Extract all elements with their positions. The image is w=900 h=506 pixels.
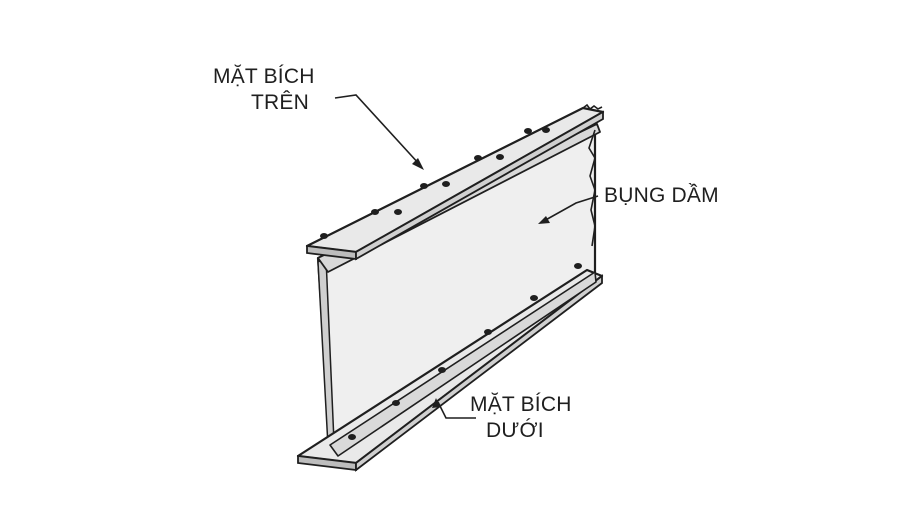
leader-top-flange xyxy=(334,94,421,166)
rivet xyxy=(574,263,582,269)
rivet xyxy=(438,367,446,373)
arrowhead-top xyxy=(412,158,424,170)
label-top-flange-line1: MẶT BÍCH xyxy=(213,65,315,88)
leader-bottom-flange xyxy=(437,401,476,419)
top-flange-rivets xyxy=(320,127,550,239)
leader-lines xyxy=(334,94,599,419)
leader-arrowheads xyxy=(412,158,550,408)
label-bottom-flange-line2: DƯỚI xyxy=(486,419,544,442)
label-bottom-flange: MẶT BÍCH DƯỚI xyxy=(470,392,572,444)
rivet xyxy=(474,155,482,161)
rivet xyxy=(484,329,492,335)
break-line-top xyxy=(582,103,603,111)
rivet xyxy=(371,209,379,215)
rivet xyxy=(348,434,356,440)
rivet xyxy=(542,127,550,133)
rivet xyxy=(530,295,538,301)
label-web: BỤNG DẦM xyxy=(604,183,719,209)
rivet xyxy=(320,233,328,239)
rivet xyxy=(524,128,532,134)
rivet xyxy=(496,154,504,160)
label-web-line1: BỤNG DẦM xyxy=(604,184,719,207)
rivet xyxy=(394,209,402,215)
leader-web xyxy=(541,195,599,223)
rivet xyxy=(442,181,450,187)
top-flange-front-face xyxy=(355,110,604,261)
bottom-flange-rivets xyxy=(348,263,582,440)
break-line-web xyxy=(588,129,596,247)
bottom-flange-front-face xyxy=(355,274,603,472)
label-top-flange: MẶT BÍCH TRÊN xyxy=(213,64,315,116)
arrowhead-web xyxy=(538,216,550,224)
arrowhead-bottom xyxy=(432,398,440,408)
label-top-flange-line2: TRÊN xyxy=(251,91,309,114)
rivet xyxy=(420,183,428,189)
label-bottom-flange-line1: MẶT BÍCH xyxy=(470,393,572,416)
rivet xyxy=(392,400,400,406)
bottom-flange-fillet xyxy=(329,271,597,457)
